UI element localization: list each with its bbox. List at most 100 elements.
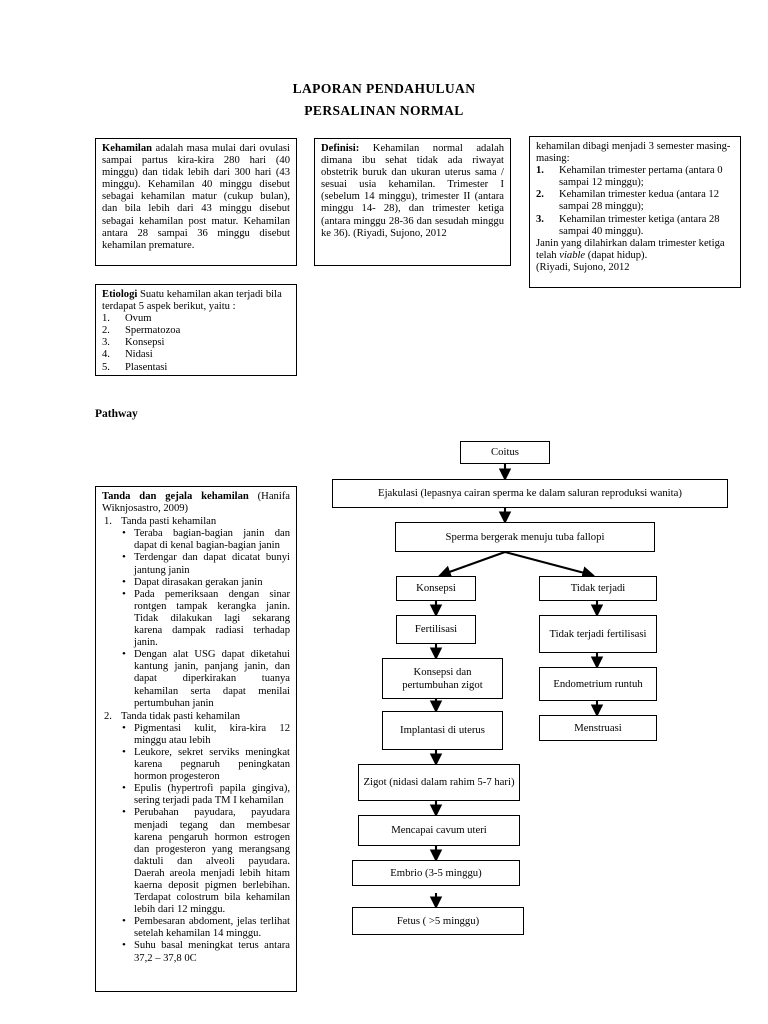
list-marker: 2.: [104, 710, 112, 722]
flow-node-implantasi-uterus[interactable]: Implantasi di uterus: [382, 711, 503, 750]
kehamilan-body: adalah masa mulai dari ovulasi sampai pa…: [102, 143, 290, 251]
definisi-label: Definisi:: [321, 143, 360, 154]
node-label: Endometrium runtuh: [553, 677, 643, 690]
trimester-intro: kehamilan dibagi menjadi 3 semester masi…: [536, 141, 731, 165]
tanda-group-list: 1. Tanda pasti kehamilan •Teraba bagian-…: [102, 516, 290, 964]
node-label: Mencapai cavum uteri: [391, 824, 487, 837]
info-box-trimester: kehamilan dibagi menjadi 3 semester masi…: [529, 136, 741, 288]
list-item: 4.Nidasi: [102, 349, 290, 361]
etiologi-intro: Suatu kehamilan akan terjadi bila terdap…: [102, 289, 282, 313]
node-label: Konsepsi: [416, 582, 456, 595]
list-text: Kehamilan trimester kedua (antara 12 sam…: [559, 189, 720, 213]
list-item: 3.Konsepsi: [102, 337, 290, 349]
flow-node-endometrium-runtuh[interactable]: Endometrium runtuh: [539, 667, 657, 701]
list-text: Dengan alat USG dapat diketahui kantung …: [134, 649, 290, 709]
flow-node-ejakulasi[interactable]: Ejakulasi (lepasnya cairan sperma ke dal…: [332, 479, 728, 508]
list-item: • Suhu basal meningkat terus antara 37,2 …: [121, 939, 290, 964]
list-item: 5.Plasentasi: [102, 362, 290, 374]
node-label: Coitus: [491, 446, 519, 459]
list-marker: 2.: [536, 189, 544, 201]
list-item: 1. Kehamilan trimester pertama (antara 0 …: [536, 165, 734, 189]
definisi-body: Kehamilan normal adalah dimana ibu sehat…: [321, 143, 504, 239]
flow-node-konsepsi-pertumbuhan-zigot[interactable]: Konsepsi dan pertumbuhan zigot: [382, 658, 503, 699]
trimester-outro-b: (dapat hidup).: [585, 249, 648, 261]
list-item: •Dapat dirasakan gerakan janin: [121, 576, 290, 589]
list-text: Suhu basal meningkat terus antara 37,2 –…: [134, 940, 290, 964]
tanda-group-heading: Tanda tidak pasti kehamilan: [121, 710, 240, 722]
bullet-icon: •: [122, 721, 126, 734]
trimester-source: (Riyadi, Sujono, 2012: [536, 261, 630, 273]
list-item: •Pembesaran abdoment, jelas terlihat set…: [121, 915, 290, 940]
list-text: Dapat dirasakan gerakan janin: [134, 576, 263, 588]
flow-node-fertilisasi[interactable]: Fertilisasi: [396, 615, 476, 644]
flow-node-tidak-terjadi-fertilisasi[interactable]: Tidak terjadi fertilisasi: [539, 615, 657, 653]
list-marker: 1.: [102, 313, 110, 325]
bullet-icon: •: [122, 806, 126, 819]
node-label: Fetus ( >5 minggu): [396, 914, 480, 927]
bullet-icon: •: [122, 551, 126, 564]
etiologi-list: 1.Ovum 2.Spermatozoa 3.Konsepsi 4.Nidasi…: [102, 313, 290, 373]
list-item: •Teraba bagian-bagian janin dan dapat di…: [121, 527, 290, 552]
info-box-definisi: Definisi: Kehamilan normal adalah dimana…: [314, 138, 511, 266]
trimester-list: 1. Kehamilan trimester pertama (antara 0 …: [536, 165, 734, 238]
list-text: Spermatozoa: [125, 325, 181, 337]
node-label: Zigot (nidasi dalam rahim 5-7 hari): [363, 776, 515, 789]
node-label: Konsepsi dan pertumbuhan zigot: [402, 666, 483, 691]
tanda-source: (Hanifa Wiknjosastro, 2009): [102, 491, 290, 515]
title-line-1: LAPORAN PENDAHULUAN: [292, 81, 476, 96]
list-item: 1.Ovum: [102, 313, 290, 325]
list-text: Epulis (hypertrofi papila gingiva), seri…: [134, 783, 290, 807]
trimester-viable: viable: [559, 249, 586, 261]
list-marker: 1.: [104, 516, 112, 528]
list-text: Pada pemeriksaan dengan sinar rontgen ta…: [134, 588, 290, 649]
info-box-tanda-gejala: Tanda dan gejala kehamilan (Hanifa Wiknj…: [95, 486, 297, 992]
flow-node-menstruasi[interactable]: Menstruasi: [539, 715, 657, 741]
flow-node-embrio[interactable]: Embrio (3-5 minggu): [352, 860, 520, 886]
kehamilan-label: Kehamilan: [102, 143, 153, 154]
flow-node-tidak-terjadi[interactable]: Tidak terjadi: [539, 576, 657, 601]
etiologi-head: Etiologi Suatu kehamilan akan terjadi bi…: [102, 289, 290, 313]
bullet-icon: •: [122, 915, 126, 928]
node-label: Tidak terjadi fertilisasi: [549, 627, 647, 640]
flow-node-coitus[interactable]: Coitus: [460, 441, 550, 464]
node-label: Ejakulasi (lepasnya cairan sperma ke dal…: [378, 487, 682, 500]
list-marker: 5.: [102, 361, 110, 373]
list-item: 2. Kehamilan trimester kedua (antara 12 s…: [536, 189, 734, 213]
flow-node-fetus[interactable]: Fetus ( >5 minggu): [352, 907, 524, 935]
page-title: LAPORAN PENDAHULUAN PERSALINAN NORMAL: [0, 78, 768, 122]
list-text: Pigmentasi kulit, kira-kira 12 minggu at…: [134, 722, 290, 746]
node-label: Sperma bergerak menuju tuba fallopi: [445, 530, 605, 543]
tanda-item-list: •Teraba bagian-bagian janin dan dapat di…: [121, 527, 290, 709]
trimester-outro-a: Janin yang dilahirkan dalam trimester ke…: [536, 237, 725, 261]
list-item: • Epulis (hypertrofi papila gingiva), ser…: [121, 782, 290, 807]
flow-node-mencapai-cavum-uteri[interactable]: Mencapai cavum uteri: [358, 815, 520, 846]
tanda-group: 2. Tanda tidak pasti kehamilan • Pigmenta…: [102, 711, 290, 965]
node-label: Fertilisasi: [414, 623, 458, 636]
bullet-icon: •: [122, 939, 126, 952]
list-item: •Dengan alat USG dapat diketahui kantung…: [121, 648, 290, 709]
node-label: Tidak terjadi: [570, 582, 626, 595]
trimester-outro: Janin yang dilahirkan dalam trimester ke…: [536, 238, 734, 262]
list-marker: 3.: [536, 213, 544, 225]
list-text: Konsepsi: [125, 337, 165, 349]
list-item: • Pigmentasi kulit, kira-kira 12 minggu a…: [121, 721, 290, 747]
node-label: Embrio (3-5 minggu): [390, 866, 482, 879]
tanda-label: Tanda dan gejala kehamilan: [102, 491, 249, 502]
info-box-kehamilan: Kehamilan adalah masa mulai dari ovulasi…: [95, 138, 297, 266]
list-marker: 1.: [536, 165, 544, 177]
tanda-head: Tanda dan gejala kehamilan (Hanifa Wiknj…: [102, 491, 290, 515]
list-item: •Leukore, sekret serviks meningkat karen…: [121, 746, 290, 783]
flow-node-sperma-bergerak[interactable]: Sperma bergerak menuju tuba fallopi: [395, 522, 655, 552]
list-item: 2.Spermatozoa: [102, 325, 290, 337]
flow-node-zigot-nidasi[interactable]: Zigot (nidasi dalam rahim 5-7 hari): [358, 764, 520, 801]
bullet-icon: •: [122, 782, 126, 795]
pathway-heading: Pathway: [95, 408, 138, 420]
flow-node-konsepsi[interactable]: Konsepsi: [396, 576, 476, 601]
list-item: 3.Kehamilan trimester ketiga (antara 28 …: [536, 214, 734, 238]
title-line-2: PERSALINAN NORMAL: [304, 103, 464, 118]
etiologi-label: Etiologi: [102, 289, 138, 300]
tanda-item-list: • Pigmentasi kulit, kira-kira 12 minggu a…: [121, 721, 290, 965]
list-text: Kehamilan trimester pertama (antara 0 sa…: [559, 165, 723, 189]
